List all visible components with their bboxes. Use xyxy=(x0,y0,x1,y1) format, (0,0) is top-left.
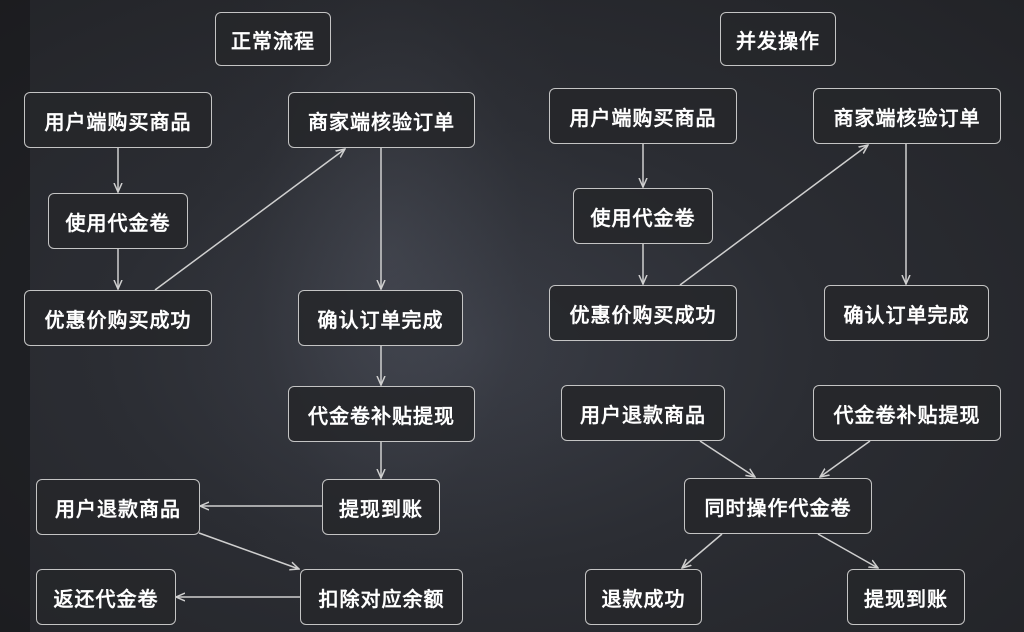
arrow-right-concurrent-to-withdraw xyxy=(817,533,878,568)
left-node-discount-success: 优惠价购买成功 xyxy=(24,290,212,346)
right-node-buy: 用户端购买商品 xyxy=(549,88,737,144)
right-node-subsidy-withdraw: 代金卷补贴提现 xyxy=(813,385,1001,441)
right-node-verify: 商家端核验订单 xyxy=(813,88,1001,144)
right-node-refund-success: 退款成功 xyxy=(585,569,702,625)
arrow-left-success-to-verify xyxy=(154,149,345,291)
arrow-right-refund-to-concurrent xyxy=(699,440,755,477)
left-node-deduct: 扣除对应余额 xyxy=(300,569,463,625)
left-node-refund: 用户退款商品 xyxy=(36,479,200,535)
left-node-verify: 商家端核验订单 xyxy=(288,92,475,148)
right-node-confirm: 确认订单完成 xyxy=(824,285,989,341)
left-node-use-voucher: 使用代金卷 xyxy=(48,193,188,249)
left-node-withdraw-arrived: 提现到账 xyxy=(322,479,440,535)
left-node-buy: 用户端购买商品 xyxy=(24,92,212,148)
right-node-refund: 用户退款商品 xyxy=(561,385,725,441)
right-node-use-voucher: 使用代金卷 xyxy=(573,188,713,244)
right-node-withdraw-arrived: 提现到账 xyxy=(847,569,965,625)
arrow-right-subsidy-to-concurrent xyxy=(820,440,871,477)
left-node-return-voucher: 返还代金卷 xyxy=(36,569,176,625)
right-title: 并发操作 xyxy=(720,12,836,66)
right-node-concurrent: 同时操作代金卷 xyxy=(684,478,872,534)
arrow-right-concurrent-to-refund-success xyxy=(682,533,723,568)
left-node-confirm: 确认订单完成 xyxy=(298,290,463,346)
left-node-subsidy-withdraw: 代金卷补贴提现 xyxy=(288,386,475,442)
arrow-left-refund-to-deduct xyxy=(198,532,299,569)
arrow-right-success-to-verify xyxy=(679,145,868,286)
right-node-discount-success: 优惠价购买成功 xyxy=(549,285,737,341)
left-title: 正常流程 xyxy=(215,12,331,66)
